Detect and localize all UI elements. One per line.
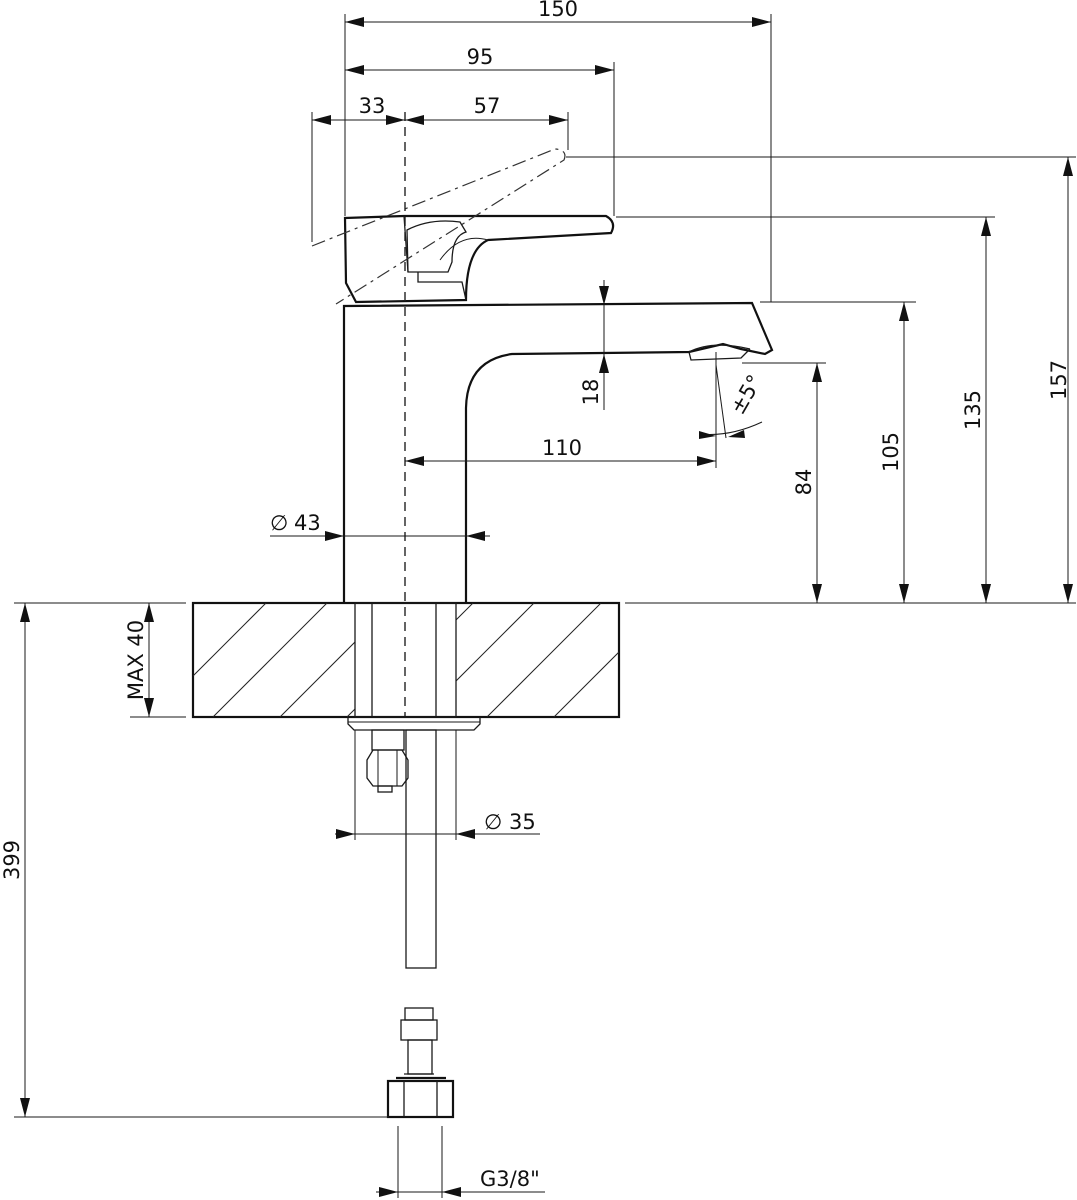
dim-body-diameter: 43 [294,511,321,535]
dim-thread-size: G3/8" [480,1167,540,1191]
dim-overall-reach: 150 [538,0,578,21]
dim-shank-diameter-group: ∅ 35 [484,810,536,834]
dim-height-lever-raised: 157 [1047,360,1071,400]
lever-handle [343,214,615,304]
dim-tilt-angle: ±5° [726,371,768,419]
supply-hose-fitting [386,1007,455,1119]
dim-deck-thickness: MAX 40 [124,620,148,700]
dim-spout-thickness: 18 [579,379,603,406]
diameter-symbol: ∅ [484,810,502,834]
dim-height-outlet: 84 [792,469,816,496]
countertop-section [191,601,621,719]
mounting-hardware [347,717,481,969]
dim-lever-front: 57 [474,94,501,118]
dim-shank-diameter: 35 [509,810,536,834]
dim-total-depth: 399 [0,840,24,880]
dim-spout-projection: 110 [542,436,582,460]
dim-lever-reach: 95 [467,45,494,69]
dim-height-lever-top: 135 [961,390,985,430]
diameter-symbol: ∅ [270,511,288,535]
faucet-body [342,301,774,603]
dimension-lines [14,14,1076,1198]
dim-body-diameter-group: ∅ 43 [270,511,321,535]
dim-height-spout-top: 105 [879,432,903,472]
dim-lever-rear: 33 [359,94,386,118]
lever-raised-phantom [311,148,566,305]
